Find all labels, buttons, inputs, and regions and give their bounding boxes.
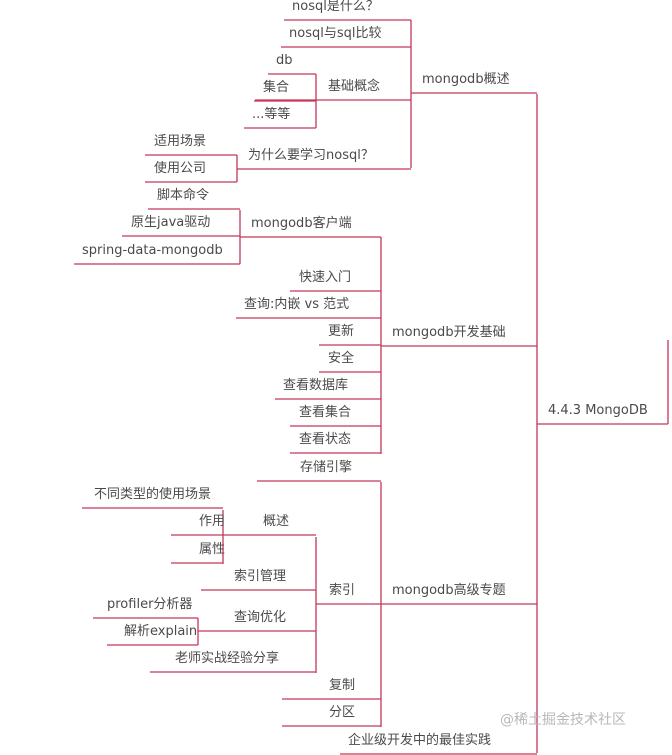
- node-index-purpose[interactable]: 作用: [199, 514, 226, 529]
- node-use-cases[interactable]: 适用场景: [154, 134, 207, 149]
- node-nosql-vs-sql[interactable]: nosql与sql比较: [289, 26, 382, 41]
- node-script-commands[interactable]: 脚本命令: [157, 188, 210, 203]
- node-spring-data[interactable]: spring-data-mongodb: [82, 243, 223, 258]
- node-companies[interactable]: 使用公司: [154, 161, 207, 176]
- node-query-optimization[interactable]: 查询优化: [234, 610, 287, 625]
- node-mongodb-overview[interactable]: mongodb概述: [422, 72, 510, 87]
- node-experience[interactable]: 老师实战经验分享: [175, 651, 280, 666]
- node-storage-engine[interactable]: 存储引擎: [300, 460, 353, 475]
- node-view-collection[interactable]: 查看集合: [299, 405, 352, 420]
- node-db[interactable]: db: [276, 53, 293, 68]
- node-client[interactable]: mongodb客户端: [251, 216, 352, 231]
- node-index[interactable]: 索引: [329, 583, 356, 598]
- node-index-management[interactable]: 索引管理: [234, 569, 287, 584]
- node-view-db[interactable]: 查看数据库: [283, 378, 349, 393]
- node-replication[interactable]: 复制: [329, 678, 356, 693]
- node-etc[interactable]: ...等等: [252, 107, 291, 122]
- node-index-scenarios[interactable]: 不同类型的使用场景: [94, 487, 212, 502]
- node-root[interactable]: 4.4.3 MongoDB: [548, 403, 648, 418]
- node-security[interactable]: 安全: [328, 351, 355, 366]
- watermark: @稀土掘金技术社区: [500, 712, 626, 728]
- node-collection[interactable]: 集合: [263, 80, 290, 95]
- node-index-overview[interactable]: 概述: [263, 514, 290, 529]
- node-basic-concepts[interactable]: 基础概念: [328, 79, 381, 94]
- node-why-nosql[interactable]: 为什么要学习nosql？: [248, 148, 374, 163]
- node-view-status[interactable]: 查看状态: [299, 432, 352, 447]
- node-quick-start[interactable]: 快速入门: [299, 270, 352, 285]
- node-update[interactable]: 更新: [328, 324, 355, 339]
- node-what-is-nosql[interactable]: nosql是什么？: [292, 0, 379, 14]
- node-profiler[interactable]: profiler分析器: [107, 597, 193, 612]
- node-explain[interactable]: 解析explain: [124, 624, 198, 639]
- node-sharding[interactable]: 分区: [329, 705, 356, 720]
- node-java-driver[interactable]: 原生java驱动: [131, 215, 211, 230]
- node-query-embed[interactable]: 查询:内嵌 vs 范式: [244, 297, 350, 312]
- node-dev-basics[interactable]: mongodb开发基础: [392, 325, 506, 340]
- node-index-properties[interactable]: 属性: [199, 542, 226, 557]
- node-advanced[interactable]: mongodb高级专题: [392, 583, 506, 598]
- node-best-practice[interactable]: 企业级开发中的最佳实践: [348, 733, 492, 748]
